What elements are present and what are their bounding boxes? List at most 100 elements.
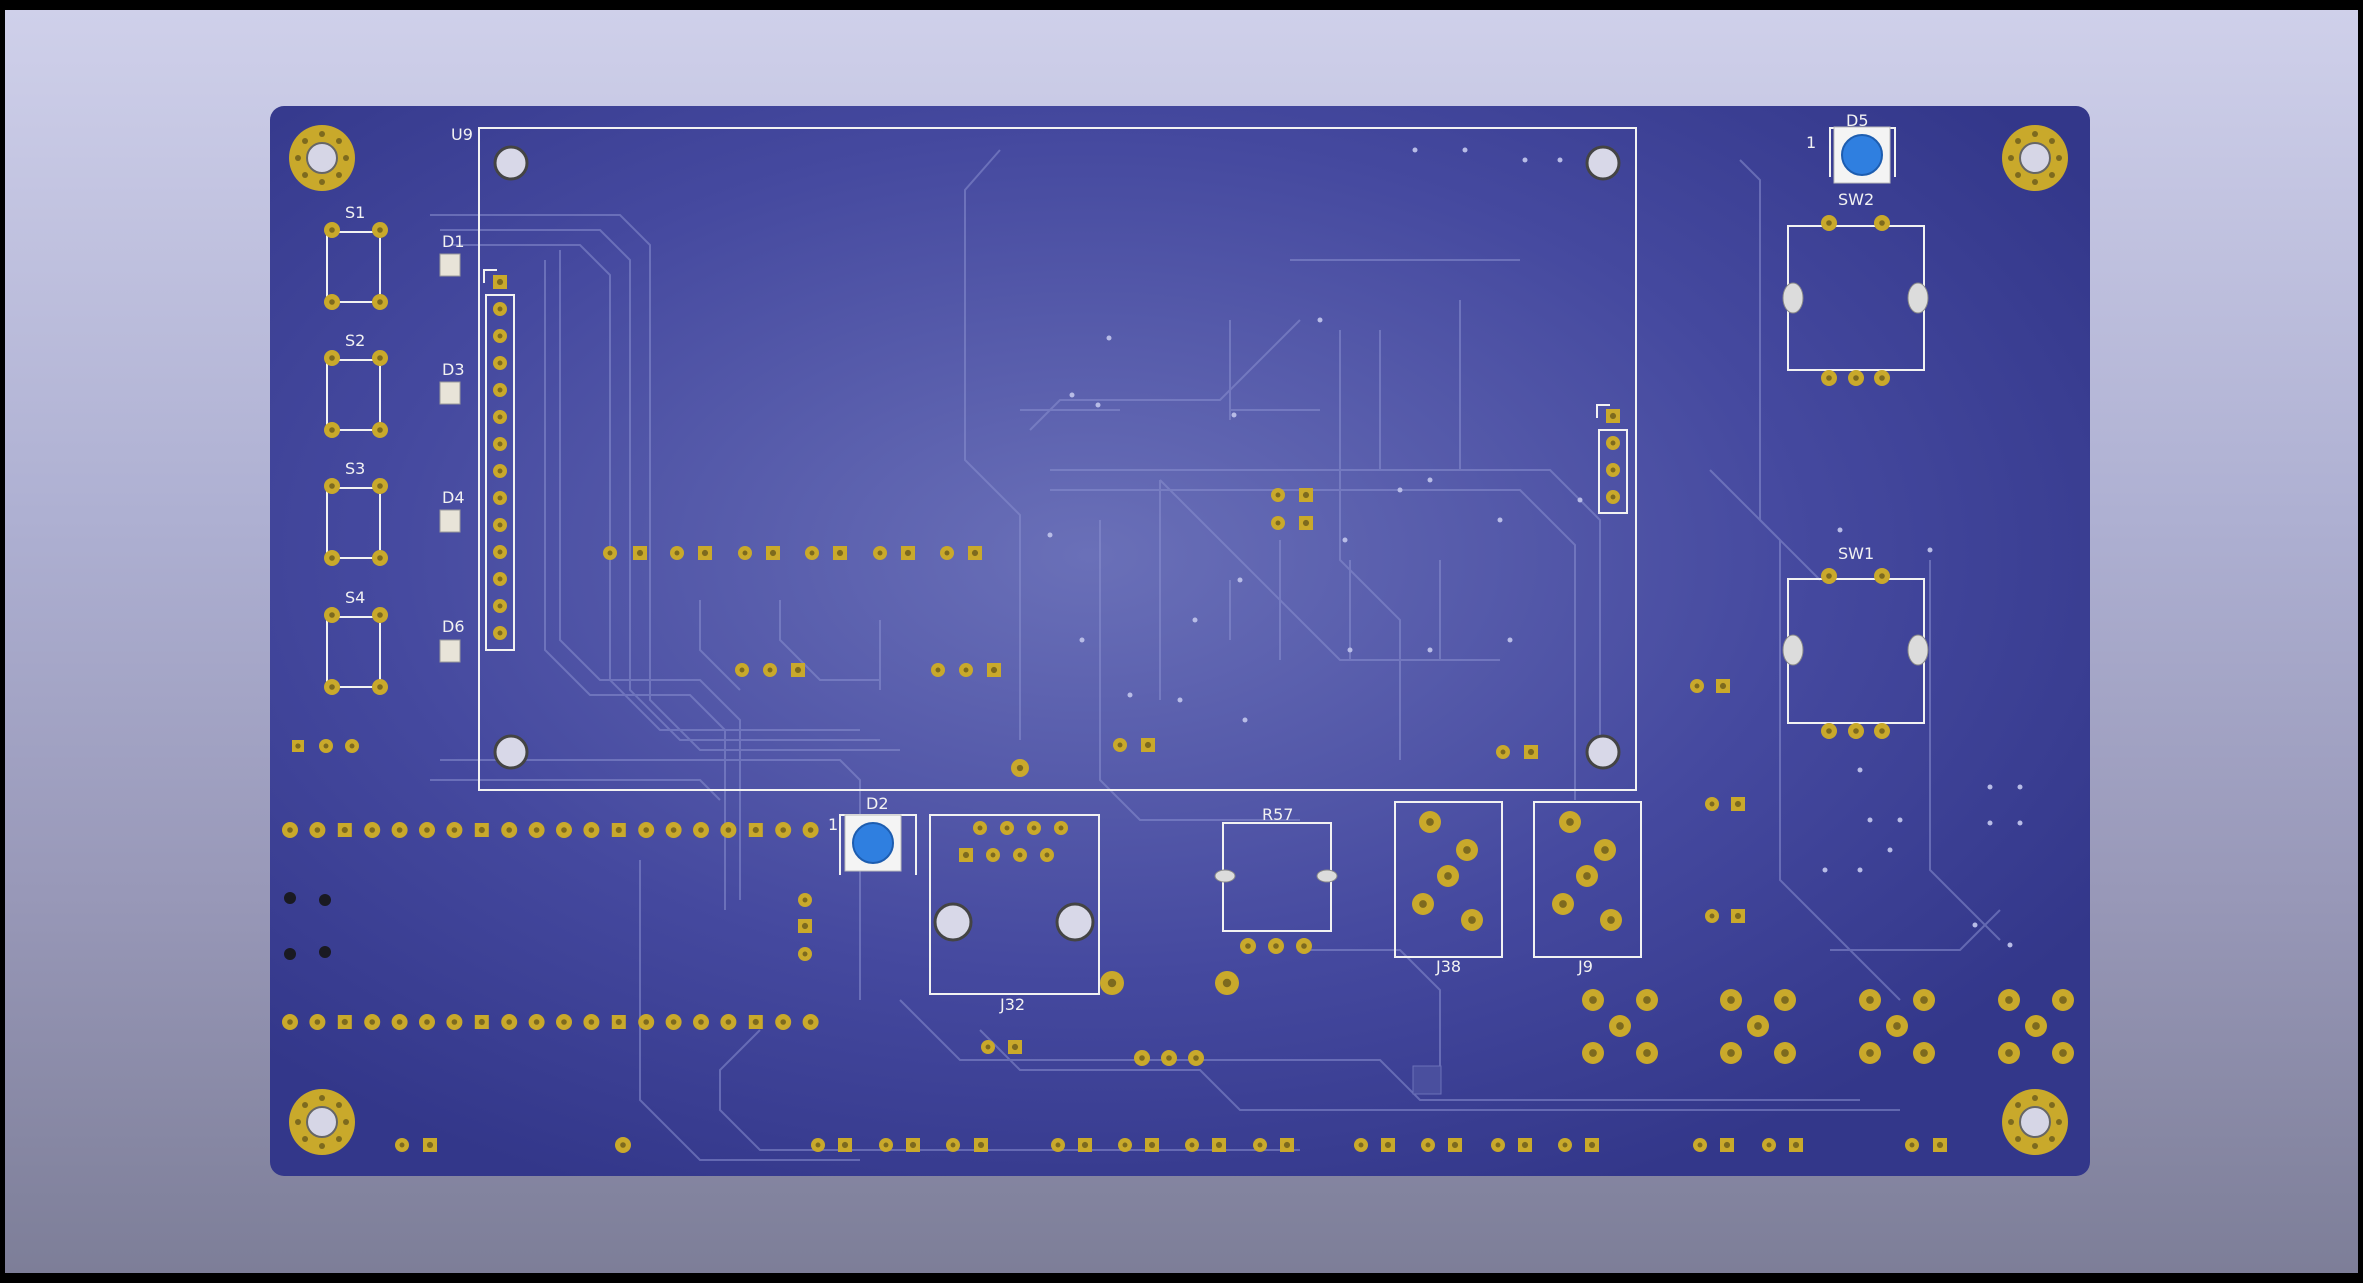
pad-hole (1781, 996, 1789, 1004)
pad-hole (1011, 1043, 1019, 1051)
pad-hole (561, 827, 567, 833)
copper-traces (430, 149, 2001, 1161)
pad-hole (377, 355, 383, 361)
3d-viewer-viewport[interactable]: U9 S1 S2 S3 S4 D1 D3 D4 D6 D5 D2 SW2 SW1… (5, 10, 2358, 1273)
pad-hole (377, 483, 383, 489)
pad-hole (1451, 1141, 1459, 1149)
pad-hole (1245, 943, 1251, 949)
mounting-via (302, 1102, 309, 1109)
pad-hole (802, 897, 808, 903)
mounting-via (2056, 155, 2062, 161)
pad-hole (561, 1019, 567, 1025)
via (1242, 717, 1248, 723)
led-d2-lens (852, 822, 894, 864)
pad-hole (1879, 220, 1885, 226)
pad-hole (2005, 1049, 2013, 1057)
pad-hole (1766, 1142, 1772, 1148)
pad-hole (1189, 1142, 1195, 1148)
pad-hole (2005, 996, 2013, 1004)
via (1857, 767, 1863, 773)
via (1462, 147, 1468, 153)
pad-hole (1117, 742, 1123, 748)
pad-hole (377, 299, 383, 305)
pad-hole (497, 522, 503, 528)
pad-hole (424, 827, 430, 833)
pad-hole (1893, 1022, 1901, 1030)
mounting-via (2032, 1095, 2038, 1101)
pad-hole (1107, 978, 1117, 988)
pad-hole (1562, 1142, 1568, 1148)
via (1079, 637, 1085, 643)
label-j32: J32 (999, 995, 1025, 1014)
pad-hole (1610, 494, 1616, 500)
pcb-board (270, 106, 2090, 1176)
module-standoffs (493, 145, 1621, 942)
pad-hole (1301, 943, 1307, 949)
pad-hole (329, 227, 335, 233)
pad-hole (1016, 764, 1024, 772)
pad-hole (2059, 1049, 2067, 1057)
pad-hole (377, 684, 383, 690)
mounting-via (343, 155, 349, 161)
label-d1: D1 (442, 232, 465, 251)
pin1-d2: 1 (828, 815, 838, 834)
pad-hole (1527, 748, 1535, 756)
pad-hole (329, 355, 335, 361)
pad-hole (329, 483, 335, 489)
label-d5: D5 (1846, 111, 1869, 130)
pad-hole (1257, 1142, 1263, 1148)
pad-hole (1601, 846, 1609, 854)
pad-hole (780, 827, 786, 833)
pad-hole (497, 387, 503, 393)
mounting-via (302, 1135, 309, 1142)
pad-hole (1643, 996, 1651, 1004)
pad-hole (1521, 1141, 1529, 1149)
pad-hole (377, 555, 383, 561)
pad-hole (1588, 1141, 1596, 1149)
via (1127, 692, 1133, 698)
pad-hole (1826, 573, 1832, 579)
mounting-via (335, 171, 342, 178)
pad-hole (1193, 1055, 1199, 1061)
pad-hole (478, 1018, 485, 1026)
label-d2: D2 (866, 794, 889, 813)
pad-hole (1215, 1141, 1223, 1149)
mounting-via (295, 155, 301, 161)
pcb-board-render[interactable]: U9 S1 S2 S3 S4 D1 D3 D4 D6 D5 D2 SW2 SW1… (5, 10, 2358, 1273)
ic-footprint (1412, 1065, 1442, 1095)
via (1507, 637, 1513, 643)
pad-hole (341, 826, 348, 834)
via (1897, 817, 1903, 823)
led-d3 (439, 381, 461, 405)
pad-hole (841, 1141, 849, 1149)
pad-hole (329, 299, 335, 305)
mounting-hole-bore (306, 142, 338, 174)
pad-hole (377, 427, 383, 433)
label-u9: U9 (451, 125, 473, 144)
pad-hole (497, 495, 503, 501)
mounting-via (319, 1095, 325, 1101)
via (1237, 577, 1243, 583)
pad-hole (1426, 818, 1434, 826)
via (1047, 532, 1053, 538)
mounting-via (2048, 1102, 2055, 1109)
via (1822, 867, 1828, 873)
mounting-via (319, 131, 325, 137)
pad-hole (1589, 1049, 1597, 1057)
mounting-via (2032, 1143, 2038, 1149)
mounting-via (335, 1102, 342, 1109)
pad-hole (1044, 852, 1050, 858)
pad-hole (1275, 492, 1281, 498)
mounting-hole-bore (2019, 1106, 2051, 1138)
pad-hole (815, 1142, 821, 1148)
pad-hole (1583, 872, 1591, 880)
pad-hole (1055, 1142, 1061, 1148)
pad-hole (1148, 1141, 1156, 1149)
mounting-via (319, 179, 325, 185)
mounting-via (2032, 131, 2038, 137)
pad-hole (1920, 996, 1928, 1004)
led-d1 (439, 253, 461, 277)
pad-hole (1694, 683, 1700, 689)
pad-hole (794, 666, 802, 674)
via (1106, 335, 1112, 341)
